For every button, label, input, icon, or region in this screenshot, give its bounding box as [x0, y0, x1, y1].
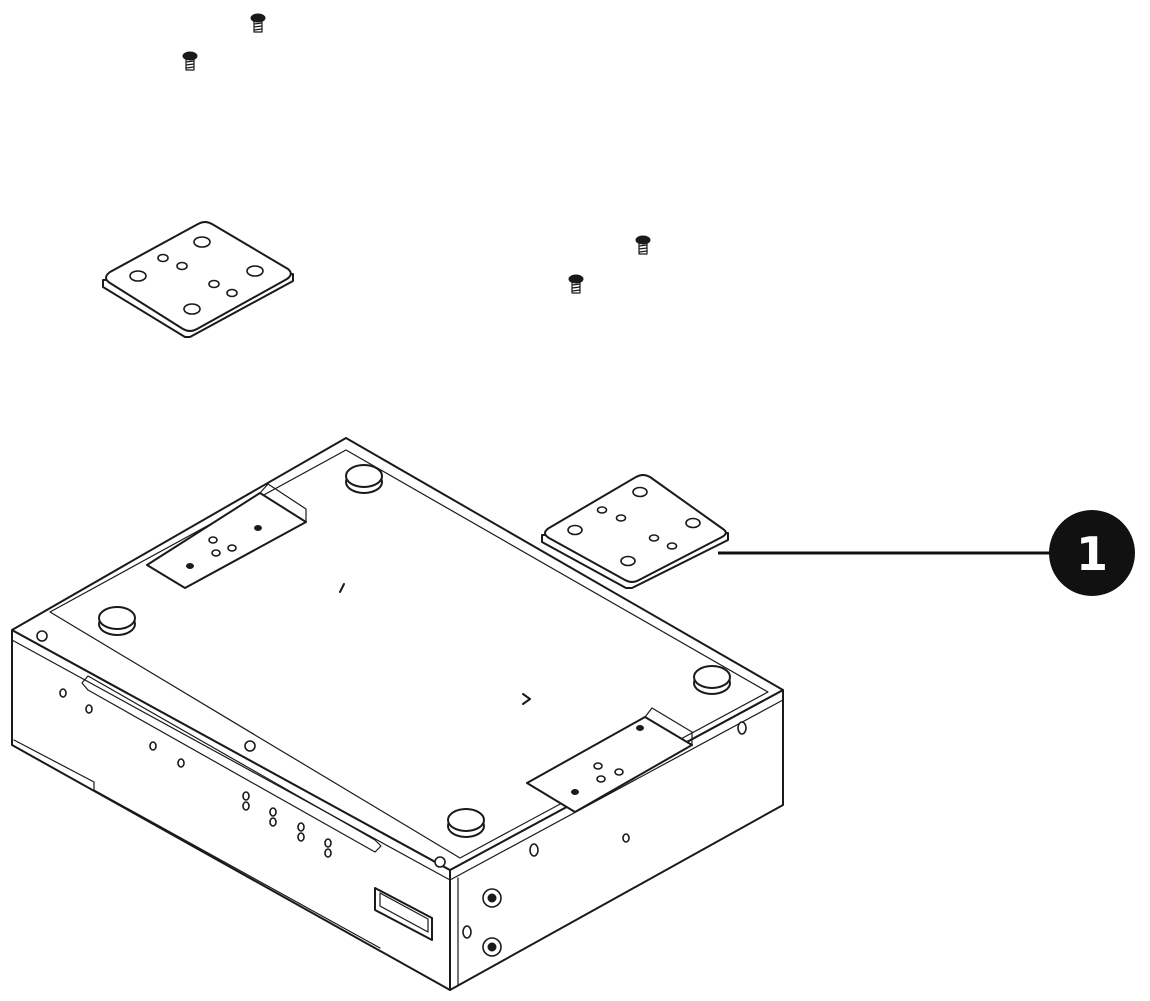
side-connector — [482, 937, 502, 957]
mounting-bracket-callout — [541, 474, 729, 589]
rubber-foot — [345, 464, 383, 494]
callout-number: 1 — [1076, 527, 1108, 581]
mounting-bracket-upper — [102, 221, 294, 338]
side-connector — [482, 888, 502, 908]
screw-top-left-b — [182, 51, 198, 71]
callout-1: 1 — [718, 510, 1135, 596]
callout-badge — [1049, 510, 1135, 596]
screw-right-b — [568, 274, 584, 294]
rubber-foot — [447, 808, 485, 838]
screw-right-a — [635, 235, 651, 255]
screw-top-left-a — [250, 13, 266, 33]
device-chassis — [11, 437, 784, 991]
rubber-foot — [693, 665, 731, 695]
rubber-foot — [98, 606, 136, 636]
vent-holes — [59, 688, 332, 858]
